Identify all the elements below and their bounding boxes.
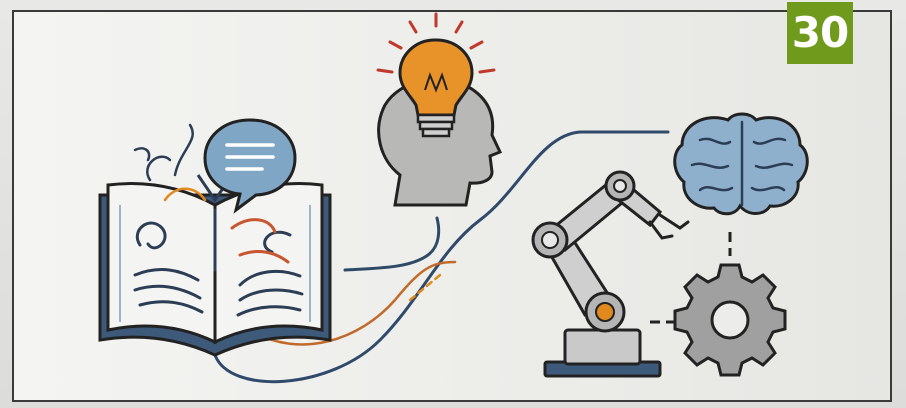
gear-icon bbox=[650, 265, 785, 375]
brain-icon bbox=[675, 114, 808, 256]
connector-line-book-to-head bbox=[345, 218, 439, 270]
page-number-badge: 30 bbox=[787, 2, 853, 64]
robot-arm-icon bbox=[533, 172, 688, 376]
head-lightbulb-icon bbox=[378, 14, 500, 205]
